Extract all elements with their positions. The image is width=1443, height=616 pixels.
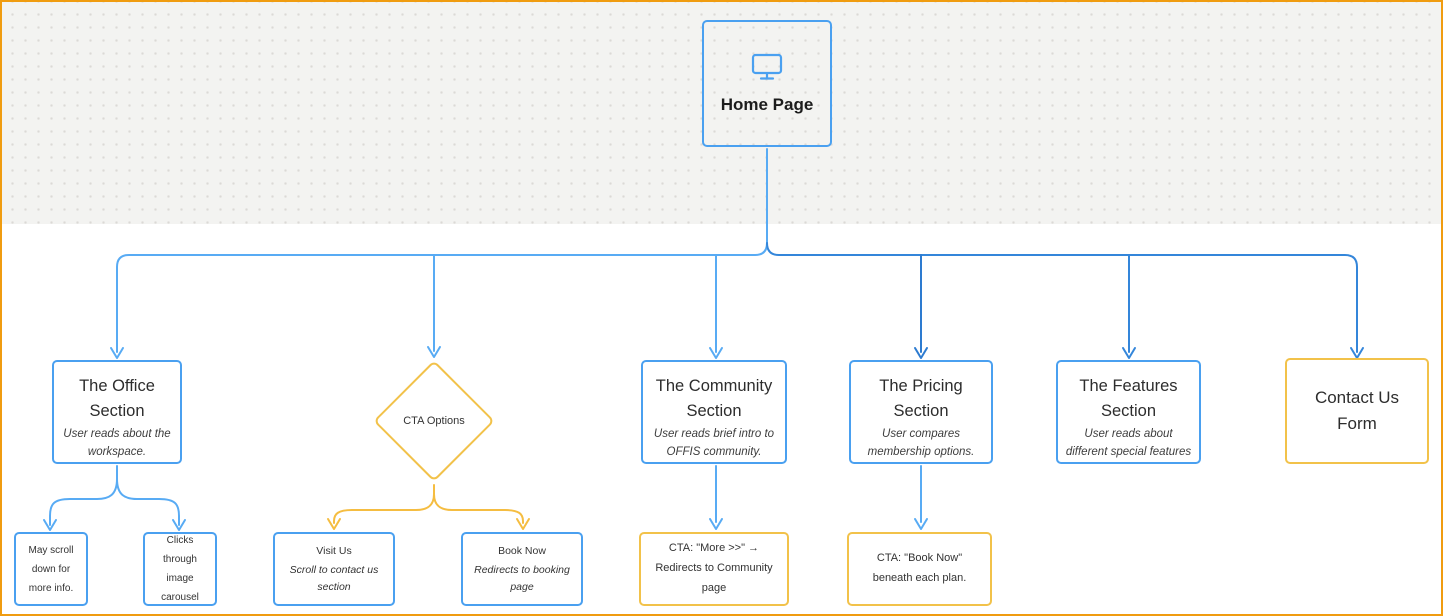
node-home-page[interactable]: Home Page xyxy=(702,20,832,147)
node-subtitle: User reads brief intro to OFFIS communit… xyxy=(653,428,775,458)
edges-yellow xyxy=(327,484,530,530)
arrow-cta-book xyxy=(914,518,928,530)
arrow-book xyxy=(516,518,530,530)
arrow-cta xyxy=(427,346,441,358)
leaf-book-now[interactable]: Book Now Redirects to booking page xyxy=(461,532,583,606)
node-title: The Office Section xyxy=(79,377,155,421)
leaf-label: Clicks through image carousel xyxy=(161,535,199,603)
edge-office-leaf-right xyxy=(116,478,180,526)
edges-blue xyxy=(766,242,1364,359)
node-contact-us-form[interactable]: Contact Us Form xyxy=(1285,358,1429,464)
node-title: The Pricing Section xyxy=(879,377,963,421)
edge-home-contact xyxy=(766,242,1358,353)
node-subtitle: User reads about the workspace. xyxy=(63,428,171,458)
arrow-office xyxy=(110,347,124,359)
node-features-section[interactable]: The Features Section User reads about di… xyxy=(1056,360,1201,464)
node-office-section[interactable]: The Office Section User reads about the … xyxy=(52,360,182,464)
edge-cta-book xyxy=(433,493,524,524)
leaf-label: Book Now xyxy=(498,545,546,558)
arrow-pricing xyxy=(914,347,928,359)
leaf-image-carousel[interactable]: Clicks through image carousel xyxy=(143,532,217,606)
arrow-community xyxy=(709,347,723,359)
arrow-leaf-carousel xyxy=(172,519,186,531)
leaf-cta-more[interactable]: CTA: "More >>" → Redirects to Community … xyxy=(639,532,789,606)
node-subtitle: User reads about different special featu… xyxy=(1065,428,1192,458)
node-community-section[interactable]: The Community Section User reads brief i… xyxy=(641,360,787,464)
edge-cta-visit xyxy=(333,484,435,524)
monitor-icon xyxy=(751,53,783,80)
arrow-cta-more xyxy=(709,518,723,530)
leaf-visit-us[interactable]: Visit Us Scroll to contact us section xyxy=(273,532,395,606)
node-title: Home Page xyxy=(720,94,814,114)
leaf-label: CTA: "More >>" → Redirects to Community … xyxy=(655,542,773,594)
leaf-sublabel: Redirects to booking page xyxy=(474,563,570,593)
leaf-cta-book-now[interactable]: CTA: "Book Now" beneath each plan. xyxy=(847,532,992,606)
arrow-features xyxy=(1122,347,1136,359)
node-title: The Community Section xyxy=(655,377,773,421)
leaf-label: May scroll down for more info. xyxy=(28,544,74,594)
arrow-contact xyxy=(1350,347,1364,359)
node-pricing-section[interactable]: The Pricing Section User compares member… xyxy=(849,360,993,464)
node-title: CTA Options xyxy=(403,415,465,427)
node-cta-options[interactable]: CTA Options xyxy=(373,360,495,482)
edge-office-leaf-left xyxy=(49,465,118,526)
arrow-leaf-scroll xyxy=(43,519,57,531)
leaf-label: Visit Us xyxy=(316,545,352,558)
leaf-label: CTA: "Book Now" beneath each plan. xyxy=(872,552,967,584)
node-title: Contact Us Form xyxy=(1314,388,1400,433)
node-title: The Features Section xyxy=(1079,377,1178,421)
leaf-may-scroll[interactable]: May scroll down for more info. xyxy=(14,532,88,606)
arrow-visit xyxy=(327,518,341,530)
node-subtitle: User compares membership options. xyxy=(867,428,975,458)
leaf-sublabel: Scroll to contact us section xyxy=(289,563,379,593)
edges-dark-blue xyxy=(914,254,928,359)
